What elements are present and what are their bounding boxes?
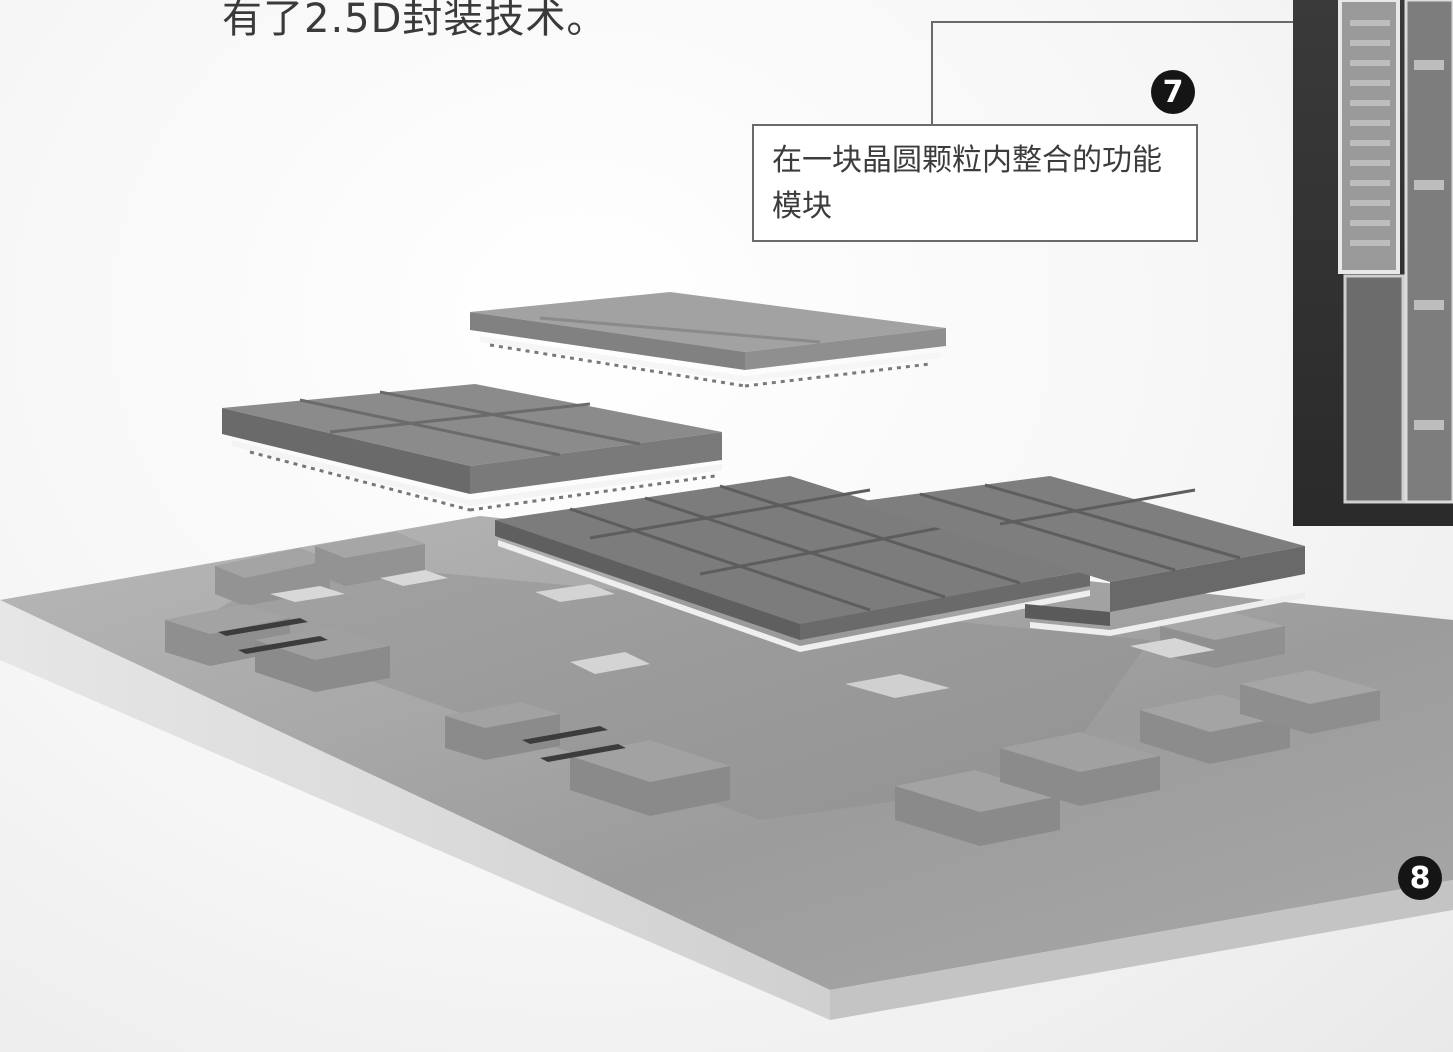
center-die-stack [495,476,1090,652]
floating-chip-left [222,384,722,512]
number-badge-8: 8 [1398,856,1442,900]
die-photo-panel [1293,0,1453,526]
right-die-stack [855,476,1305,636]
callout-box: 在一块晶圆颗粒内整合的功能模块 [752,124,1198,242]
number-badge-7: 7 [1151,70,1195,114]
caption-text: 有了2.5D封装技术。 [222,0,608,42]
substrate-components [165,532,1380,846]
floating-chip-top [470,292,946,388]
callout-leader-line [931,21,1293,124]
callout-text: 在一块晶圆颗粒内整合的功能模块 [772,143,1162,224]
